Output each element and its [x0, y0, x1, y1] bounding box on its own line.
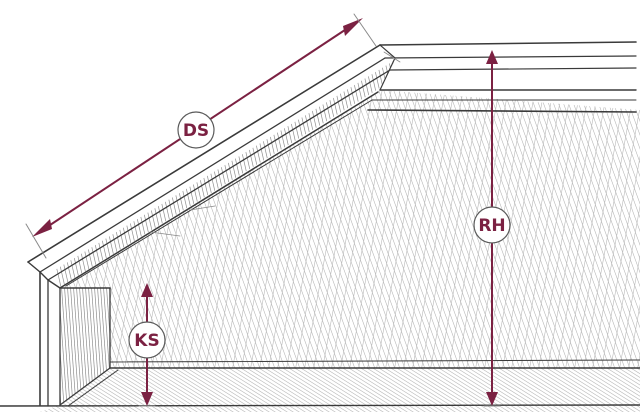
- rh-label-text: RH: [478, 216, 505, 236]
- ds-arrowhead-top: [343, 18, 363, 36]
- roof-structure: [27, 41, 637, 289]
- ds-label-text: DS: [183, 121, 209, 141]
- rh-arrowhead-bottom: [486, 392, 498, 406]
- floor-shading: [40, 368, 640, 412]
- ks-label: KS: [128, 321, 166, 359]
- ks-arrowhead-bottom: [141, 392, 153, 406]
- ks-label-text: KS: [134, 331, 159, 351]
- ds-arrowhead-bottom: [32, 219, 52, 237]
- walls-and-floor: [0, 271, 640, 407]
- ds-label: DS: [177, 111, 215, 149]
- rh-label: RH: [473, 206, 511, 244]
- sloped-ceiling-shading: [55, 60, 395, 287]
- rh-arrowhead-top: [486, 50, 498, 64]
- ks-arrowhead-top: [141, 283, 153, 297]
